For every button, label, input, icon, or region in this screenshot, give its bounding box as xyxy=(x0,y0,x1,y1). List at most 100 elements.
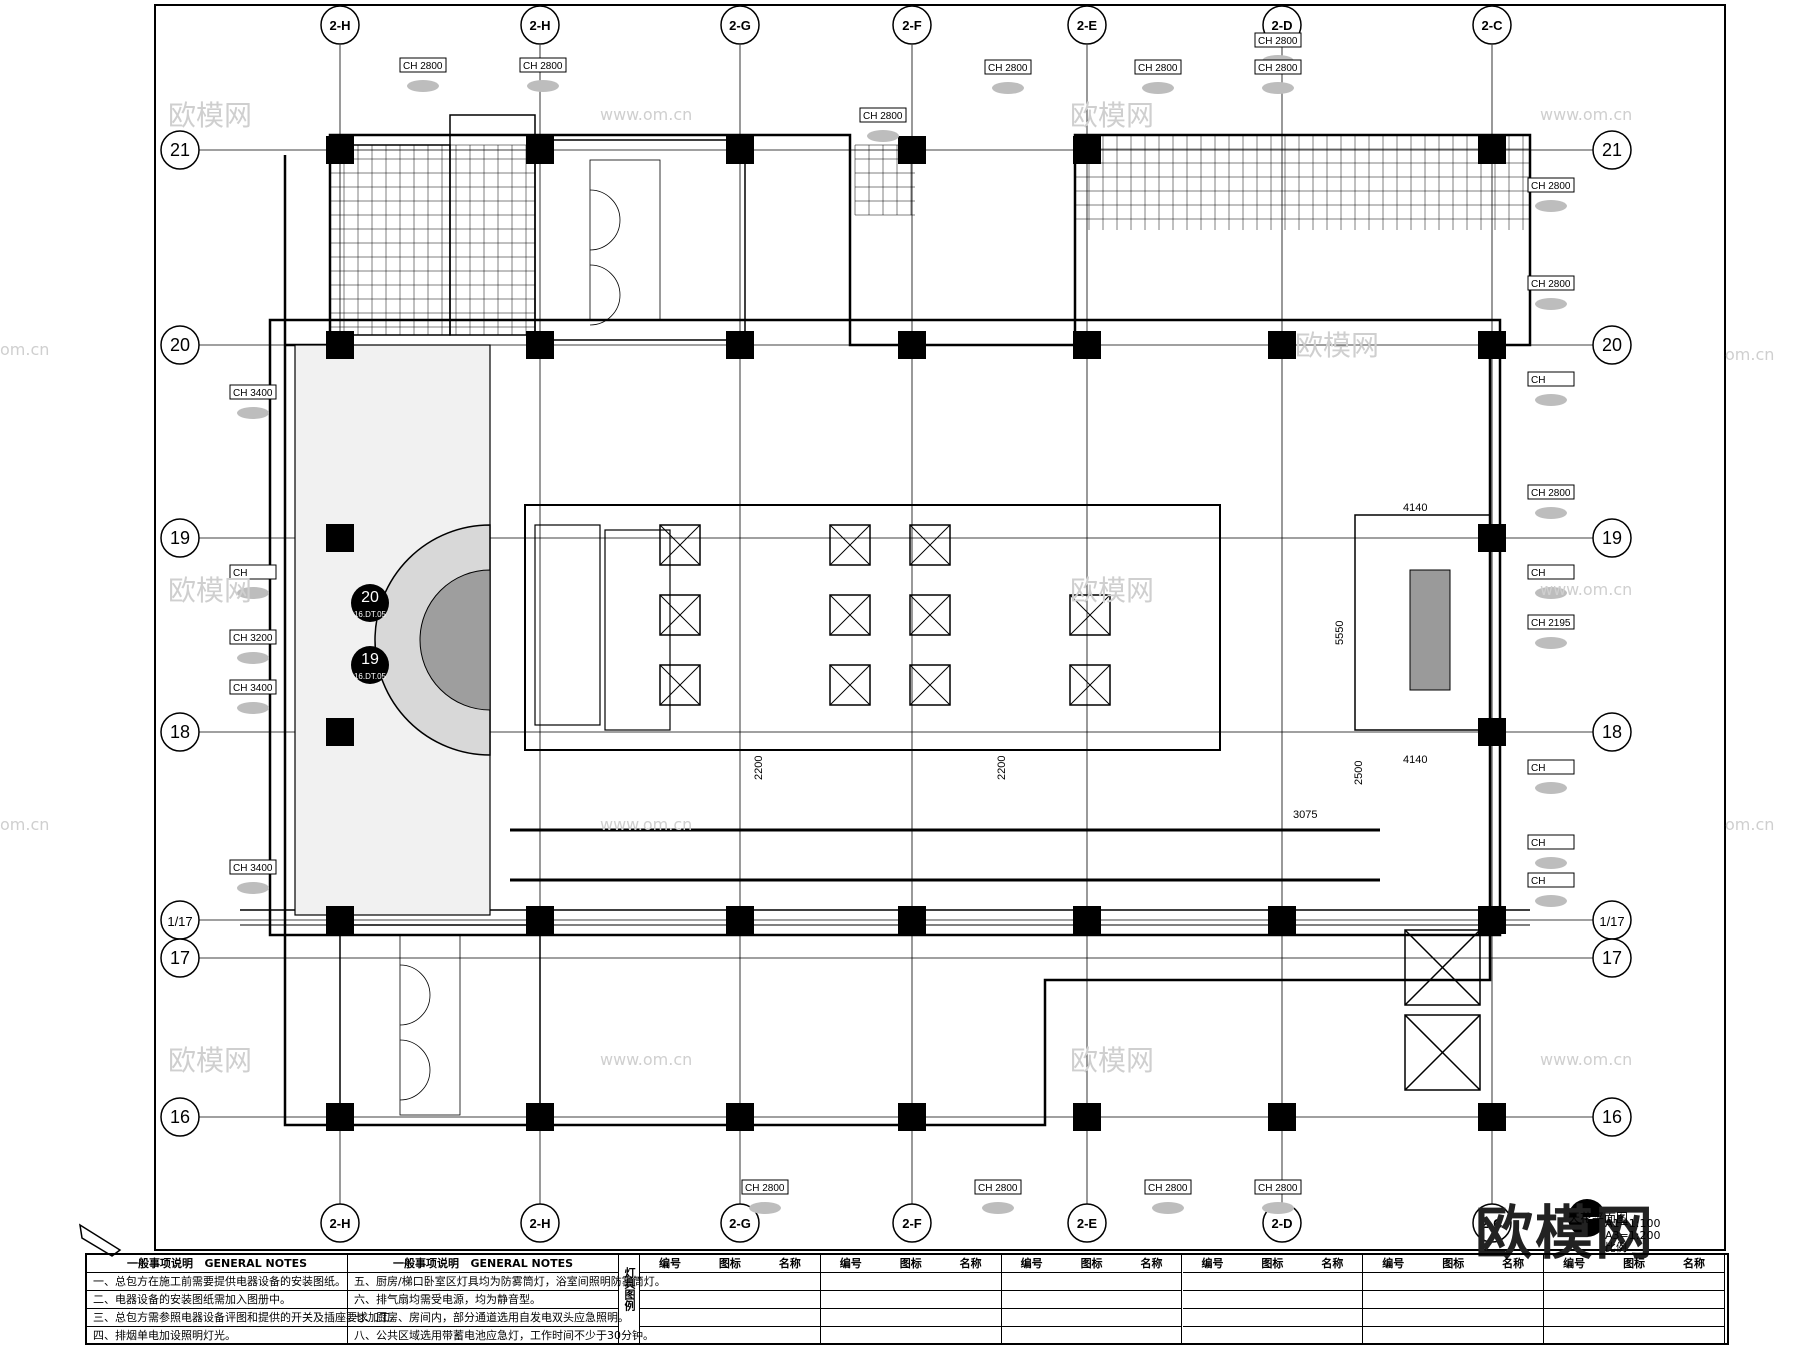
legend-row xyxy=(1182,1273,1363,1291)
grid-bubble-label: 21 xyxy=(170,140,190,160)
ch-tag-oval xyxy=(237,587,269,599)
grid-bubble-label: 2-H xyxy=(530,1216,551,1231)
scale-label: 比例 xyxy=(1605,1241,1627,1254)
ch-tag-label: CH 2800 xyxy=(1531,279,1571,290)
column xyxy=(526,906,554,934)
elevator-cross xyxy=(659,664,701,706)
ch-tag-label: CH 2800 xyxy=(1138,63,1178,74)
ch-tag-oval xyxy=(992,82,1024,94)
grid-bubble-label: 2-D xyxy=(1272,18,1293,33)
legend-header-cell: 图标 xyxy=(1080,1257,1103,1270)
watermark: 欧模网 xyxy=(1070,1044,1154,1077)
grid-bubble-label: 18 xyxy=(1602,722,1622,742)
dim-label: 2200 xyxy=(996,756,1008,780)
legend-row xyxy=(1363,1291,1544,1309)
grid-bubble-label: 2-G xyxy=(729,1216,751,1231)
section-ref: 16.DT.05 xyxy=(354,672,387,681)
structural-columns xyxy=(326,136,1506,1131)
grid-bubble xyxy=(892,5,932,45)
legend-row xyxy=(1363,1273,1544,1291)
column xyxy=(1073,906,1101,934)
ch-tag xyxy=(859,107,907,123)
scale-a3: A3=1:200 xyxy=(1605,1229,1661,1242)
stair-room-top xyxy=(534,139,746,341)
ch-tag-oval xyxy=(237,702,269,714)
ch-tag-oval xyxy=(1262,82,1294,94)
column xyxy=(1478,331,1506,359)
tile-hatching xyxy=(329,134,1530,335)
column xyxy=(1073,1103,1101,1131)
dim-label: 5550 xyxy=(1334,621,1346,645)
grid-bubble-label: 1/17 xyxy=(1599,914,1624,929)
north-arrow-icon xyxy=(1568,1199,1606,1237)
ch-tag-oval xyxy=(1535,637,1567,649)
watermark-logo: 欧模网 xyxy=(1475,1199,1656,1267)
ch-tag xyxy=(1527,371,1575,387)
column xyxy=(1268,906,1296,934)
elevator-cross xyxy=(829,664,871,706)
column xyxy=(1478,906,1506,934)
legend-row xyxy=(1544,1291,1724,1309)
column xyxy=(1478,136,1506,164)
ch-tag-label: CH 3200 xyxy=(233,633,273,644)
legend-group: 编号图标名称 xyxy=(1363,1255,1545,1344)
ch-tag xyxy=(1527,177,1575,193)
legend-row xyxy=(640,1291,820,1309)
grid-bubble-label: 17 xyxy=(170,948,190,968)
column xyxy=(898,136,926,164)
legend-row xyxy=(1544,1327,1724,1344)
ch-tag-oval xyxy=(1535,507,1567,519)
grid-bubble-label: 2-D xyxy=(1272,1216,1293,1231)
legend-header: 编号图标名称 xyxy=(1363,1255,1544,1273)
watermark: www.om.cn xyxy=(600,105,692,124)
grid-bubble-label: 2-C xyxy=(1482,1216,1504,1231)
ch-tag xyxy=(1527,275,1575,291)
ch-tag xyxy=(741,1179,789,1195)
ch-tag xyxy=(1254,1179,1302,1195)
watermark: www.om.cn xyxy=(1540,105,1632,124)
column xyxy=(726,906,754,934)
ch-tag xyxy=(1527,759,1575,775)
column xyxy=(898,1103,926,1131)
ch-tag-oval xyxy=(407,80,439,92)
grid-bubble xyxy=(720,5,760,45)
legend-header-cell: 名称 xyxy=(1502,1257,1525,1270)
watermark: om.cn xyxy=(1725,345,1774,364)
note-item: 四、排烟单电加设照明灯光。 xyxy=(93,1329,236,1342)
elevator-shaft xyxy=(829,594,871,636)
grid-bubble xyxy=(160,130,200,170)
elevator-shaft xyxy=(659,594,701,636)
grid-bubble xyxy=(320,1203,360,1243)
dim-label: 2500 xyxy=(1353,761,1365,785)
linear-light-tracks xyxy=(510,828,1380,882)
legend-header-cell: 编号 xyxy=(658,1257,681,1270)
sheet-border xyxy=(154,4,1726,1251)
ch-tag-label: CH 2800 xyxy=(988,63,1028,74)
column xyxy=(326,906,354,934)
elevator-cross xyxy=(909,664,951,706)
elevator-shafts xyxy=(659,524,1111,706)
legend-row xyxy=(1363,1309,1544,1327)
column xyxy=(326,718,354,746)
legend-header-cell: 编号 xyxy=(839,1257,862,1270)
ch-tag-label: CH 2800 xyxy=(745,1183,785,1194)
legend-row xyxy=(1363,1327,1543,1344)
legend-header-cell: 图标 xyxy=(1442,1257,1465,1270)
elevator-cross xyxy=(659,524,701,566)
ch-tag-label: CH 3400 xyxy=(233,683,273,694)
legend-header-cell: 名称 xyxy=(1140,1257,1163,1270)
notes-header: 一般事项说明 GENERAL NOTES xyxy=(348,1255,618,1273)
legend-row xyxy=(640,1327,820,1344)
notes-and-legend-table: 一般事项说明 GENERAL NOTES 一、总包方在施工前需要提供电器设备的安… xyxy=(85,1253,1729,1345)
ch-tag-label: CH xyxy=(1531,375,1545,386)
ch-tag-oval xyxy=(1535,782,1567,794)
ch-tag xyxy=(1254,32,1302,48)
watermarks: 欧模网 www.om.cn 欧模网 www.om.cn om.cn 欧模网 om… xyxy=(0,99,1774,1077)
grid-bubble-label: 2-C xyxy=(1482,18,1504,33)
grid-bubbles: 2-H2-H2-H2-H2-G2-G2-F2-F2-E2-E2-D2-D2-C2… xyxy=(160,5,1632,1243)
legend-row xyxy=(820,1291,1001,1309)
section-marker-19: 19 16.DT.05 xyxy=(351,646,389,684)
legend-header-cell: 编号 xyxy=(1563,1257,1586,1270)
ch-tag-label: CH 3400 xyxy=(233,388,273,399)
